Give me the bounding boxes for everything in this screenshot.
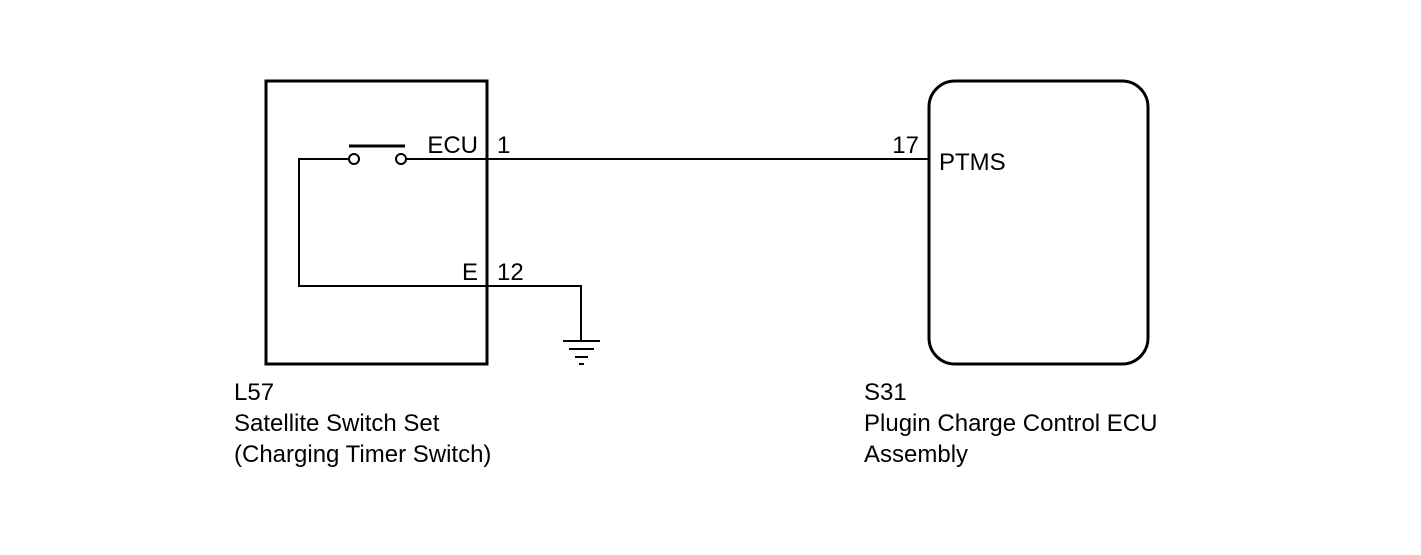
pin-number-12: 12 [497,259,524,286]
pin-number-17: 17 [892,132,919,159]
internal-wiring [298,158,487,287]
component-name-line1: Satellite Switch Set [234,410,440,437]
terminal-label-e: E [462,259,478,286]
charge-control-ecu-box [927,79,1150,366]
terminal-label-ptms: PTMS [939,149,1006,176]
component-name-line1: Plugin Charge Control ECU [864,410,1158,437]
component-name-line2: (Charging Timer Switch) [234,441,492,468]
component-name-line2: Assembly [864,441,969,468]
ground-icon [563,340,600,365]
component-code-s31: S31 [864,379,907,406]
pin-number-1: 1 [497,132,510,159]
charge-control-ecu-caption: S31 Plugin Charge Control ECU Assembly [864,377,1157,470]
satellite-switch-box [264,79,489,366]
satellite-switch-caption: L57 Satellite Switch Set (Charging Timer… [234,377,491,470]
component-code-l57: L57 [234,379,275,406]
ground-wire [487,285,582,341]
terminal-label-ecu: ECU [427,132,478,159]
switch-icon [348,144,407,165]
